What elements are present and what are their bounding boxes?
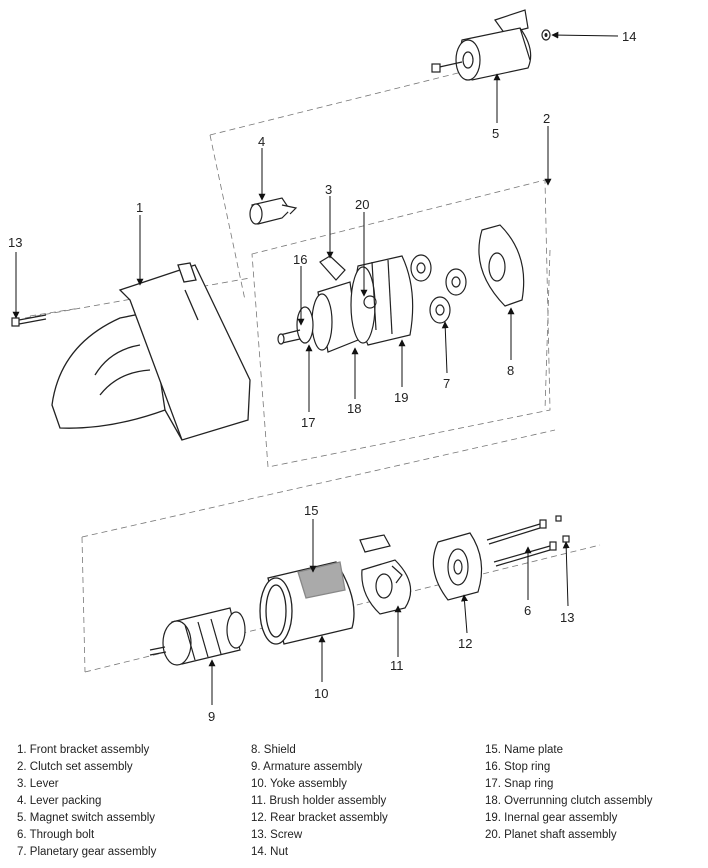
callout-12: 12 [458, 636, 472, 651]
legend-column-3: 15. Name plate 16. Stop ring 17. Snap ri… [485, 742, 652, 844]
callout-7: 7 [443, 376, 450, 391]
callout-11: 11 [390, 658, 404, 673]
legend-item: 14. Nut [251, 846, 289, 858]
leader-lines [12, 31, 619, 705]
legend-column-1: 1. Front bracket assembly 2. Clutch set … [17, 742, 156, 861]
armature-part [149, 607, 246, 666]
legend-item: 4. Lever packing [17, 795, 102, 807]
magnet-switch-part [431, 9, 532, 81]
legend-item: 5. Magnet switch assembly [17, 812, 156, 824]
lever-packing-part [249, 197, 298, 225]
callout-3: 3 [325, 182, 332, 197]
rear-bracket-part [432, 532, 483, 601]
callout-2: 2 [543, 111, 550, 126]
callout-13-top: 13 [8, 235, 22, 250]
legend-item: 8. Shield [251, 744, 296, 756]
legend-item: 11. Brush holder assembly [251, 795, 387, 807]
callout-6: 6 [524, 603, 531, 618]
legend-column-2: 8. Shield 9. Armature assembly 10. Yoke … [251, 742, 388, 861]
legend-item: 12. Rear bracket assembly [251, 812, 388, 824]
legend-item: 6. Through bolt [17, 829, 95, 841]
legend-item: 16. Stop ring [485, 761, 551, 773]
callout-13-bottom: 13 [560, 610, 574, 625]
legend-item: 1. Front bracket assembly [17, 744, 150, 756]
legend-item: 19. Inernal gear assembly [485, 812, 618, 824]
callout-14: 14 [622, 29, 636, 44]
callout-4: 4 [258, 134, 265, 149]
exploded-view-diagram: 14 5 2 4 1 13 3 20 16 17 18 19 7 8 15 10… [8, 9, 636, 724]
callout-5: 5 [492, 126, 499, 141]
legend-item: 20. Planet shaft assembly [485, 829, 617, 841]
legend-item: 3. Lever [17, 778, 59, 790]
overrunning-clutch-part [277, 255, 359, 353]
legend-item: 9. Armature assembly [251, 761, 363, 773]
brush-holder-part [359, 534, 412, 615]
legend-item: 7. Planetary gear assembly [17, 846, 157, 858]
callout-18: 18 [347, 401, 361, 416]
yoke-part [259, 561, 355, 645]
legend-item: 17. Snap ring [485, 778, 554, 790]
front-bracket-part [51, 262, 251, 441]
callout-labels: 14 5 2 4 1 13 3 20 16 17 18 19 7 8 15 10… [8, 29, 636, 724]
callout-9: 9 [208, 709, 215, 724]
through-bolt-part [486, 515, 570, 567]
callout-10: 10 [314, 686, 328, 701]
callout-1: 1 [136, 200, 143, 215]
callout-16: 16 [293, 252, 307, 267]
legend-item: 15. Name plate [485, 744, 563, 756]
internal-gear-part [350, 255, 414, 346]
callout-8: 8 [507, 363, 514, 378]
planetary-gear-part [410, 254, 467, 324]
screw-part [11, 314, 47, 327]
legend-item: 18. Overrunning clutch assembly [485, 795, 653, 807]
callout-19: 19 [394, 390, 408, 405]
callout-15: 15 [304, 503, 318, 518]
legend-item: 2. Clutch set assembly [17, 761, 133, 773]
legend-item: 10. Yoke assembly [251, 778, 347, 790]
nut-part [541, 29, 551, 41]
callout-20: 20 [355, 197, 369, 212]
shield-part [478, 224, 525, 307]
legend-item: 13. Screw [251, 829, 303, 841]
callout-17: 17 [301, 415, 315, 430]
